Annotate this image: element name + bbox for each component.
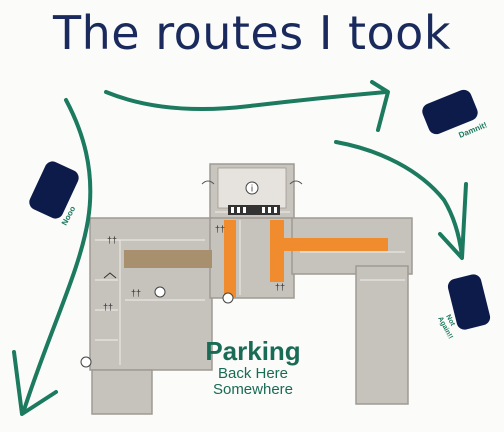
escalator-steps: [231, 207, 277, 213]
parking-note: Parking Back Here Somewhere: [182, 338, 324, 397]
info-icon: [245, 181, 259, 195]
restroom-icon-4: ††: [103, 302, 113, 312]
route-right: [334, 140, 464, 258]
accessible-icon-3: [80, 356, 92, 368]
east-leg: [355, 265, 409, 405]
accessible-icon-2: [222, 292, 234, 304]
southwest-block: [91, 369, 153, 415]
restroom-icon-2: ††: [215, 224, 225, 234]
interior-walls: [95, 211, 405, 365]
parking-subline-1: Back Here: [217, 365, 289, 382]
route-left: [22, 98, 93, 412]
hand-drawn-routes: [12, 80, 468, 416]
hanger-icon-2: [289, 180, 303, 185]
route-left-arrowhead: [12, 350, 58, 416]
route-top: [104, 90, 388, 112]
orange-corridor: [224, 220, 388, 298]
brown-corridor: [124, 250, 212, 268]
car-label-not: Not: [444, 314, 456, 328]
parking-heading: Parking: [205, 336, 301, 366]
restroom-icon-5: ††: [275, 282, 285, 292]
escalator-icon: [228, 205, 280, 215]
restroom-icon: ††: [107, 235, 117, 245]
west-wing: [89, 217, 213, 371]
hanger-icon: [201, 180, 215, 185]
page-title: The routes I took: [53, 6, 451, 60]
building-floor-plan: i †† †† †† †† ††: [80, 163, 413, 415]
info-symbol-text: i: [251, 185, 254, 195]
route-top-arrowhead: [370, 80, 390, 132]
car-not-again: Not Again!!: [436, 274, 491, 340]
route-right-arrowhead: [438, 182, 468, 260]
car-nooo: Nooo: [29, 161, 79, 227]
accessible-icon: [154, 286, 166, 298]
restroom-icon-3: ††: [131, 288, 141, 298]
stairs-icon: [103, 272, 117, 279]
car-damnit: Damnit!: [422, 89, 488, 140]
parking-subline-2: Somewhere: [212, 381, 294, 398]
